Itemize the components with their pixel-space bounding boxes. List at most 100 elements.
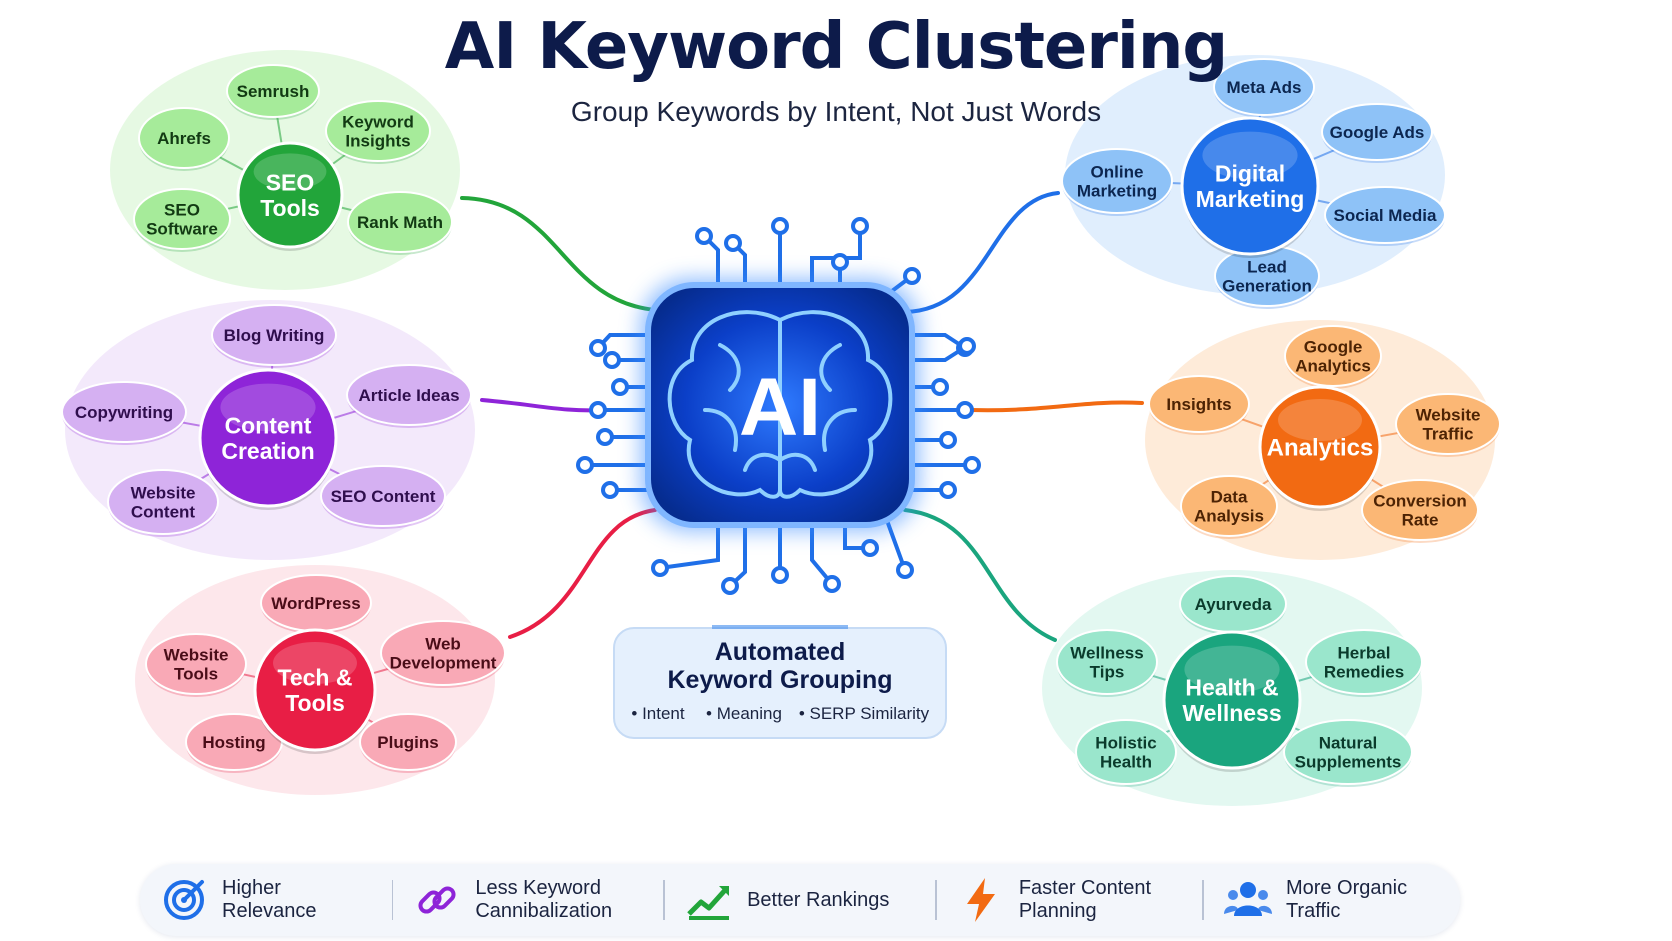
satellite-seo-2: Rank Math [347,191,453,255]
satellite-label: Blog Writing [224,326,325,345]
circuit-node [771,566,789,584]
circuit-trace [658,523,720,570]
hub-circle [253,628,377,752]
feature-item: Better Rankings [665,864,935,936]
satellite-bubble [1061,148,1173,214]
circuit-node [576,456,594,474]
satellite-label: Insights [1166,395,1231,414]
hub-circle [1180,116,1320,256]
satellite-bubble [1213,58,1315,116]
satellite-content-0: Blog Writing [211,304,337,368]
feature-separator [1202,880,1204,920]
hub-label: Tech &Tools [278,664,353,716]
feature-separator [663,880,666,920]
satellite-label: Ayurveda [1195,595,1272,614]
feature-item: Faster Content Planning [937,864,1202,936]
hub-circle [198,368,338,508]
circuit-node [651,559,669,577]
satellite-bubble [211,304,337,366]
hub-health: Health &Wellness [1162,630,1302,772]
circuit-node [831,253,849,271]
satellite-bubble [1056,629,1158,695]
circuit-node [695,227,713,245]
circuit-node [903,267,921,285]
link-icon [413,876,461,924]
satellite-bubble [380,620,506,686]
connector-analytics [968,400,1144,413]
satellite-bubble [133,188,231,250]
hub-circle [1162,630,1302,770]
circuit-node [939,481,957,499]
satellite-tech-2: Plugins [359,713,457,773]
connector-seo [460,196,657,312]
satellite-bubble [325,100,431,162]
connector-digital [903,191,1060,314]
satellite-bubble [138,107,230,169]
circuit-node [721,577,739,595]
circuit-node [931,378,949,396]
feature-label: More Organic Traffic [1285,877,1408,922]
circuit-node [589,401,607,419]
satellite-seo-4: Ahrefs [138,107,230,171]
satellite-content-1: Article Ideas [346,364,472,428]
circuit-trace [728,523,747,588]
satellite-label: Hosting [202,733,265,752]
hub-label: Health &Wellness [1182,674,1281,726]
satellite-digital-1: Google Ads [1321,103,1433,163]
connector-tech [508,508,657,639]
satellite-tech-0: WordPress [260,574,372,634]
satellite-bubble [1305,629,1423,695]
satellite-bubble [359,713,457,771]
brain-icon [667,310,893,499]
circuit-trace [810,523,834,586]
satellite-label: WordPress [271,594,360,613]
chart-up-icon [685,876,733,924]
circuit-node [956,401,974,419]
page-title: AI Keyword Clustering [444,10,1228,84]
ai-label: AI [739,362,821,453]
hub-tech: Tech &Tools [253,628,377,754]
satellite-label: Plugins [377,733,438,752]
features-bar: Higher Relevance Less Keyword Cannibaliz… [140,864,1460,936]
circuit-node [611,378,629,396]
satellite-tech-3: Hosting [185,713,283,773]
satellite-bubble [145,633,247,695]
feature-item: Less Keyword Cannibalization [393,864,663,936]
users-icon [1223,876,1272,924]
circuit-node [851,217,869,235]
satellite-bubble [1075,719,1177,785]
connector-content [480,398,607,413]
satellite-bubble [1321,103,1433,161]
satellite-bubble [1284,325,1382,387]
circuit-node [823,575,841,593]
satellite-bubble [185,713,283,771]
feature-label: Less Keyword Cannibalization [475,877,613,922]
